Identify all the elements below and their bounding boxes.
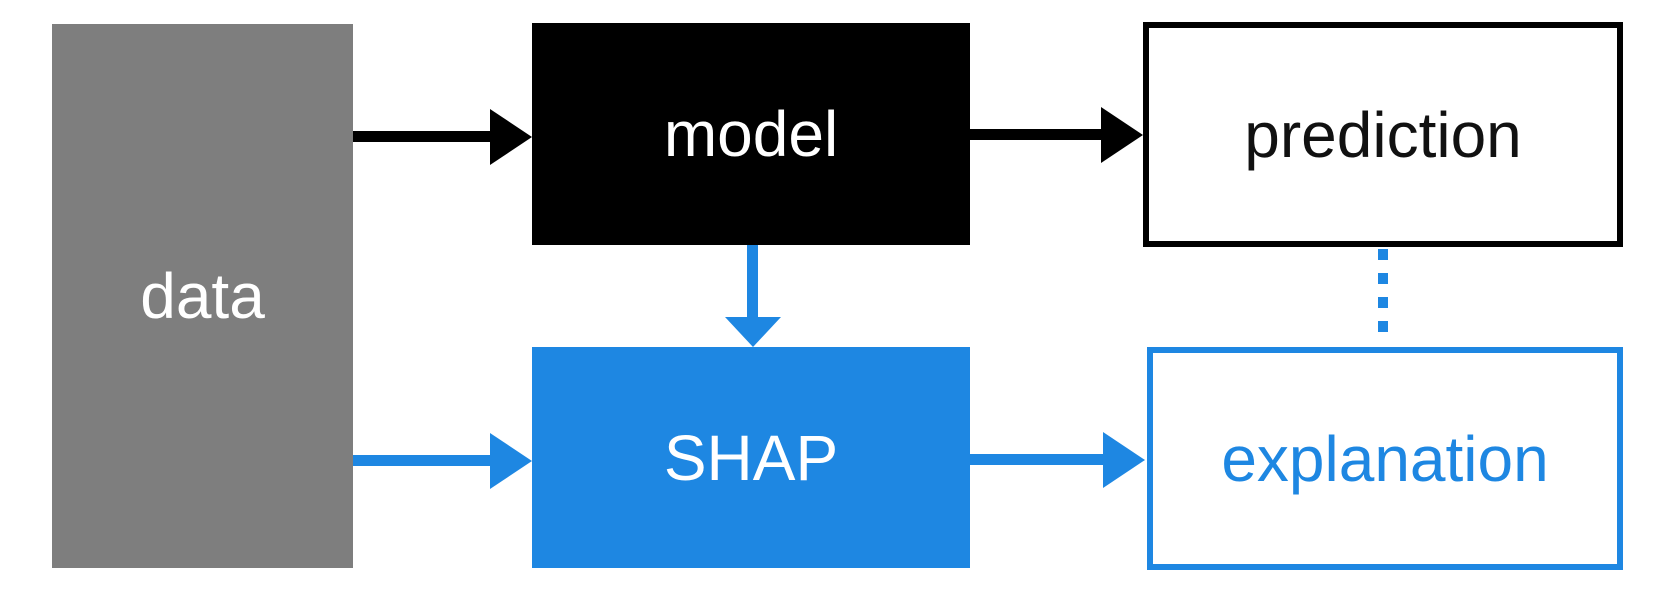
prediction-node: prediction [1143, 22, 1623, 247]
data-node-label: data [140, 260, 265, 332]
arrow-head-right-icon [1101, 107, 1143, 163]
arrow-shaft [747, 245, 758, 317]
model-node: model [532, 23, 970, 245]
explanation-node-label: explanation [1221, 422, 1549, 495]
prediction-to-explanation-dotted-line [1378, 249, 1388, 345]
model-node-label: model [663, 98, 839, 170]
arrow-head-down-icon [725, 317, 781, 347]
arrow-shaft [353, 455, 490, 466]
explanation-node: explanation [1147, 347, 1623, 570]
shap-node-label: SHAP [663, 421, 839, 494]
shap-to-explanation-arrow-icon [970, 432, 1145, 488]
arrow-head-right-icon [490, 433, 532, 489]
arrow-head-right-icon [490, 109, 532, 165]
arrow-shaft [970, 454, 1103, 465]
data-to-model-arrow-icon [353, 109, 532, 165]
model-to-shap-arrow-icon [725, 245, 781, 347]
prediction-node-label: prediction [1244, 98, 1522, 171]
data-node: data [52, 24, 353, 568]
model-to-prediction-arrow-icon [970, 107, 1143, 163]
shap-node: SHAP [532, 347, 970, 568]
arrow-head-right-icon [1103, 432, 1145, 488]
data-to-shap-arrow-icon [353, 433, 532, 489]
arrow-shaft [353, 131, 490, 142]
arrow-shaft [970, 129, 1101, 140]
